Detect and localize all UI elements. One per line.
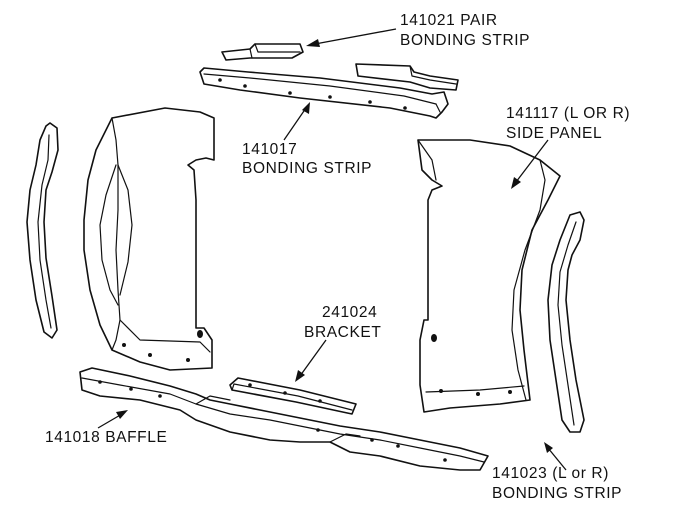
side-bonding-strip-label-line2: BONDING STRIP [492, 485, 622, 502]
baffle-label: 141018 BAFFLE [45, 429, 167, 446]
side-panel-label-line2: SIDE PANEL [506, 125, 602, 142]
right-side-panel-part [417, 139, 561, 413]
pair-bonding-strip-label-line1: 141021 PAIR [400, 12, 498, 29]
leader-pair-bonding-strip [306, 28, 397, 47]
right-side-bonding-strip-part [547, 211, 585, 433]
leader-side-bonding-strip [544, 442, 567, 471]
leader-bracket [295, 339, 327, 382]
pair-bonding-strip-part [221, 43, 459, 91]
top-bonding-strip-part [199, 67, 449, 119]
top-bonding-strip-label-line2: BONDING STRIP [242, 160, 372, 177]
leader-top-bonding-strip [283, 102, 310, 141]
top-bonding-strip-label-line1: 141017 [242, 141, 297, 158]
side-bonding-strip-label-line1: 141023 (L or R) [492, 465, 609, 482]
bracket-label-line2: BRACKET [304, 324, 381, 341]
bracket-part [229, 377, 357, 415]
left-side-panel-part [83, 107, 215, 371]
bracket-label-line1: 241024 [322, 304, 377, 321]
leader-side-panel [511, 139, 549, 189]
pair-bonding-strip-label-line2: BONDING STRIP [400, 32, 530, 49]
left-side-bonding-strip-part [26, 122, 59, 339]
side-panel-label-line1: 141117 (L OR R) [506, 105, 630, 122]
baffle-part [79, 367, 489, 471]
leader-baffle [97, 410, 128, 429]
